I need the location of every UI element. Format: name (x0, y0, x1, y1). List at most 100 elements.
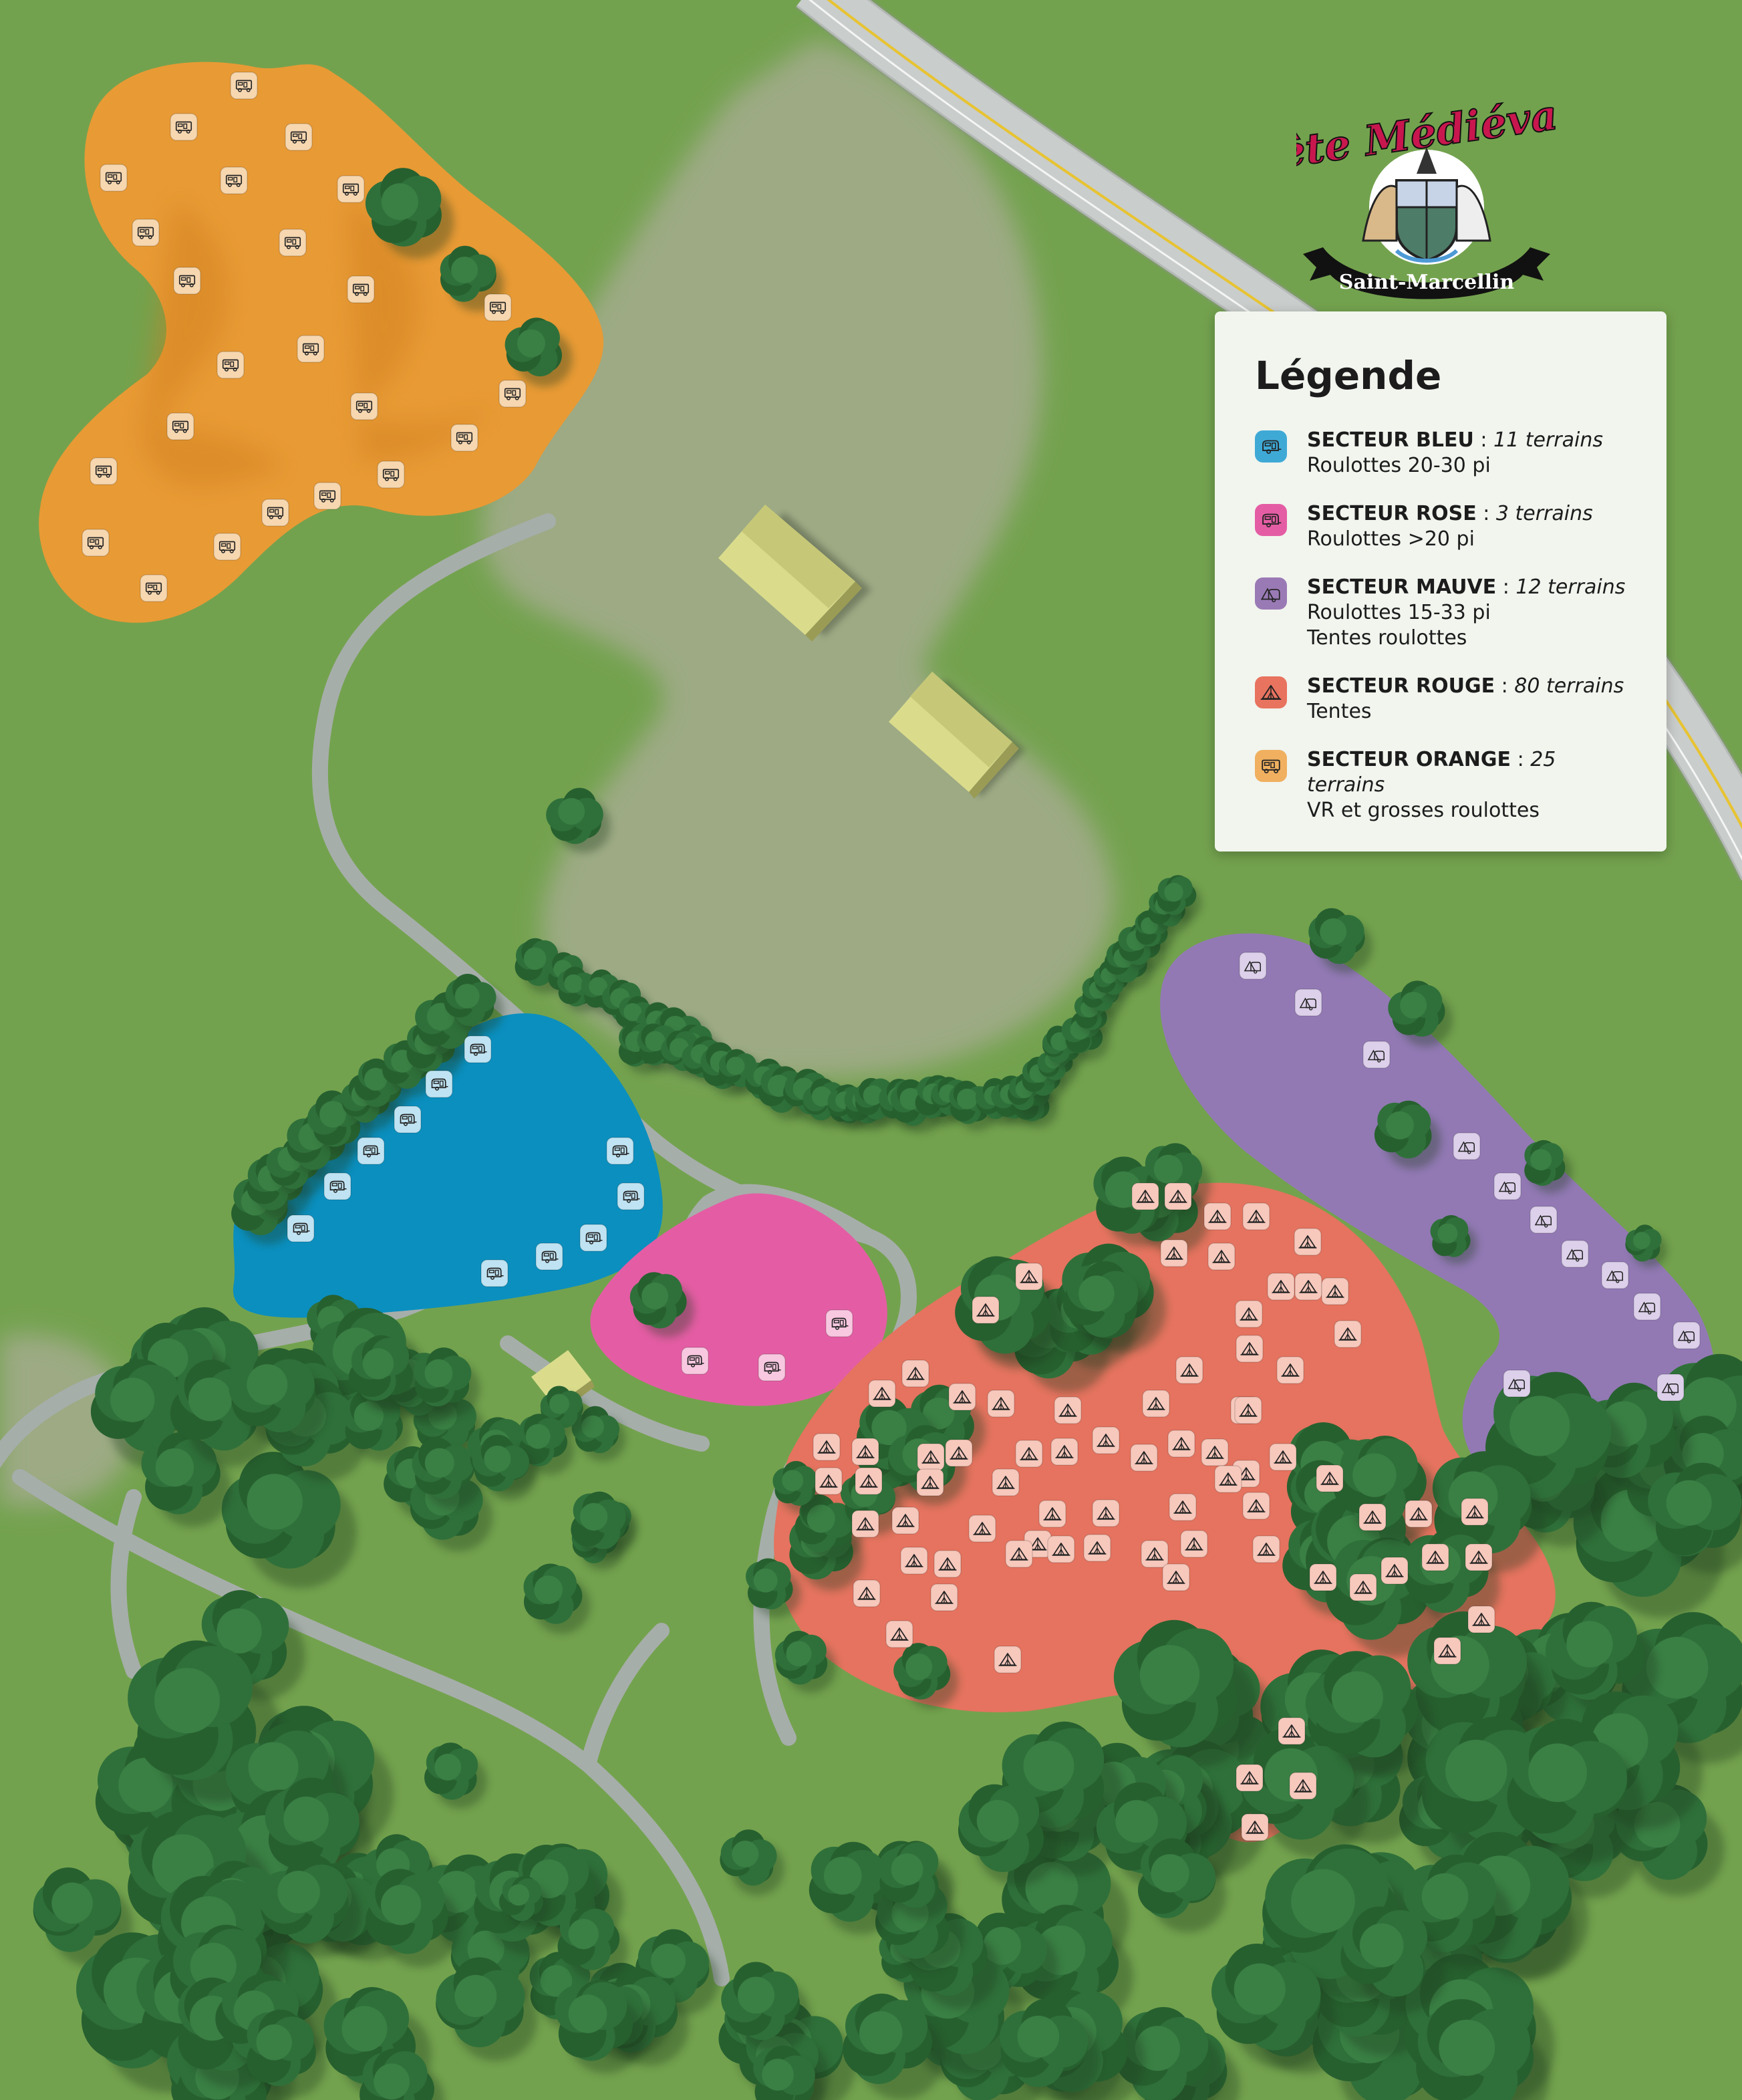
campsite-marker[interactable] (1175, 1356, 1203, 1384)
campsite-marker[interactable] (173, 267, 201, 295)
campsite-marker[interactable] (1005, 1540, 1033, 1568)
campsite-marker[interactable] (82, 529, 110, 557)
campsite-marker[interactable] (1234, 1396, 1262, 1424)
campsite-marker[interactable] (1160, 1239, 1188, 1267)
campsite-marker[interactable] (1316, 1464, 1344, 1492)
campsite-marker[interactable] (1673, 1321, 1701, 1349)
campsite-marker[interactable] (1142, 1390, 1170, 1418)
campsite-marker[interactable] (606, 1137, 634, 1165)
campsite-marker[interactable] (285, 123, 313, 151)
campsite-marker[interactable] (1656, 1373, 1685, 1402)
campsite-marker[interactable] (170, 113, 198, 141)
campsite-marker[interactable] (1162, 1563, 1190, 1591)
campsite-marker[interactable] (916, 1468, 944, 1496)
campsite-marker[interactable] (1453, 1132, 1481, 1160)
campsite-marker[interactable] (132, 219, 160, 247)
campsite-marker[interactable] (1141, 1540, 1169, 1568)
campsite-marker[interactable] (1201, 1438, 1229, 1466)
campsite-marker[interactable] (1092, 1426, 1120, 1454)
campsite-marker[interactable] (1294, 1273, 1322, 1301)
campsite-marker[interactable] (851, 1438, 879, 1466)
campsite-marker[interactable] (1633, 1293, 1661, 1321)
campsite-marker[interactable] (1334, 1320, 1362, 1348)
campsite-marker[interactable] (216, 351, 245, 379)
campsite-marker[interactable] (1169, 1493, 1197, 1521)
campsite-marker[interactable] (1309, 1563, 1337, 1591)
campsite-marker[interactable] (815, 1467, 843, 1495)
campsite-marker[interactable] (1239, 952, 1267, 980)
campsite-marker[interactable] (287, 1214, 315, 1242)
campsite-marker[interactable] (1242, 1202, 1270, 1230)
campsite-marker[interactable] (1214, 1465, 1242, 1493)
campsite-marker[interactable] (1601, 1261, 1629, 1289)
campsite-marker[interactable] (1207, 1242, 1236, 1271)
campsite-marker[interactable] (1083, 1534, 1111, 1562)
campsite-marker[interactable] (480, 1259, 509, 1287)
campsite-marker[interactable] (885, 1620, 913, 1648)
campsite-marker[interactable] (1358, 1503, 1387, 1531)
campsite-marker[interactable] (484, 293, 512, 321)
campsite-marker[interactable] (1349, 1573, 1377, 1601)
campsite-marker[interactable] (100, 164, 128, 192)
campsite-marker[interactable] (1050, 1438, 1078, 1466)
campsite-marker[interactable] (813, 1433, 841, 1461)
campsite-marker[interactable] (1235, 1300, 1263, 1328)
campsite-marker[interactable] (1465, 1543, 1493, 1571)
campsite-marker[interactable] (1236, 1335, 1264, 1363)
campsite-marker[interactable] (987, 1390, 1015, 1418)
campsite-marker[interactable] (891, 1506, 919, 1535)
campsite-marker[interactable] (851, 1510, 879, 1538)
campsite-marker[interactable] (681, 1347, 709, 1375)
campsite-marker[interactable] (1242, 1492, 1270, 1520)
campsite-marker[interactable] (945, 1439, 973, 1467)
campsite-marker[interactable] (1433, 1637, 1461, 1665)
campsite-marker[interactable] (1131, 1182, 1159, 1210)
campsite-marker[interactable] (377, 461, 405, 489)
campsite-marker[interactable] (1503, 1369, 1531, 1398)
campsite-marker[interactable] (1164, 1182, 1192, 1210)
campsite-marker[interactable] (350, 392, 378, 420)
campsite-marker[interactable] (933, 1550, 962, 1578)
campsite-marker[interactable] (1561, 1240, 1589, 1268)
campsite-marker[interactable] (464, 1035, 492, 1063)
campsite-marker[interactable] (968, 1515, 996, 1543)
campsite-marker[interactable] (90, 457, 118, 485)
campsite-marker[interactable] (1321, 1277, 1349, 1305)
campsite-marker[interactable] (1461, 1498, 1489, 1526)
campsite-marker[interactable] (1421, 1543, 1449, 1571)
campsite-marker[interactable] (1092, 1499, 1120, 1527)
campsite-marker[interactable] (1269, 1443, 1297, 1471)
campsite-marker[interactable] (1252, 1535, 1280, 1563)
campsite-marker[interactable] (1362, 1041, 1391, 1069)
campsite-marker[interactable] (617, 1182, 645, 1210)
campsite-marker[interactable] (1203, 1202, 1231, 1230)
campsite-marker[interactable] (758, 1353, 786, 1382)
campsite-marker[interactable] (394, 1105, 422, 1134)
campsite-marker[interactable] (535, 1242, 563, 1271)
campsite-marker[interactable] (1381, 1557, 1409, 1585)
campsite-marker[interactable] (425, 1070, 453, 1098)
campsite-marker[interactable] (992, 1468, 1020, 1496)
campsite-marker[interactable] (994, 1646, 1022, 1674)
campsite-marker[interactable] (1015, 1263, 1043, 1291)
campsite-marker[interactable] (901, 1359, 929, 1388)
campsite-marker[interactable] (213, 533, 241, 561)
campsite-marker[interactable] (1294, 989, 1322, 1017)
campsite-marker[interactable] (1405, 1500, 1433, 1528)
campsite-marker[interactable] (1130, 1444, 1158, 1472)
campsite-marker[interactable] (948, 1383, 976, 1411)
campsite-marker[interactable] (1289, 1772, 1317, 1800)
campsite-marker[interactable] (900, 1547, 928, 1575)
campsite-marker[interactable] (313, 482, 341, 510)
campsite-marker[interactable] (972, 1296, 1000, 1324)
campsite-marker[interactable] (140, 574, 168, 602)
campsite-marker[interactable] (1047, 1535, 1075, 1563)
campsite-marker[interactable] (1493, 1172, 1521, 1200)
campsite-marker[interactable] (166, 412, 194, 440)
campsite-marker[interactable] (853, 1579, 881, 1607)
campsite-marker[interactable] (855, 1467, 883, 1495)
campsite-marker[interactable] (930, 1583, 958, 1611)
campsite-marker[interactable] (357, 1137, 385, 1165)
campsite-marker[interactable] (1467, 1605, 1495, 1633)
campsite-marker[interactable] (917, 1443, 945, 1471)
